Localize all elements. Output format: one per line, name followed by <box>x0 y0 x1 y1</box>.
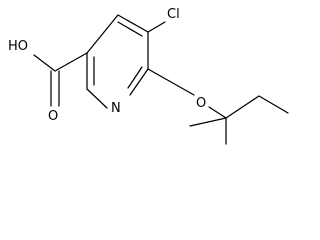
ring-bond-c4-c4a-inner <box>117 21 143 37</box>
bond-carboxyl-oh <box>33 54 56 72</box>
chemical-structure-diagram: Cl O N HO O <box>8 7 289 145</box>
bond-ethyl-methyl <box>258 95 289 114</box>
bond-c1-carboxyl <box>54 52 88 72</box>
carbonyl-oxygen-label: O <box>48 109 58 124</box>
bond-cquat-ethyl <box>225 95 260 119</box>
ring-bond-n-c2 <box>86 88 108 109</box>
chlorine-atom-label: Cl <box>167 7 180 22</box>
bond-c5-o <box>147 68 195 96</box>
ring-bond-c1-c3 <box>86 14 119 54</box>
ring-bond-c3-c4 <box>117 14 149 33</box>
nitrogen-atom-label: N <box>111 101 121 116</box>
hydroxyl-label: HO <box>8 39 28 54</box>
bond-o-cquat <box>208 106 227 119</box>
bond-cquat-methyl-left <box>189 117 227 127</box>
ring-bond-c5-n-inner <box>127 66 143 89</box>
ether-oxygen-label: O <box>196 96 206 111</box>
ring-bond-c5-n <box>129 68 149 96</box>
bond-c4-cl <box>147 21 166 33</box>
